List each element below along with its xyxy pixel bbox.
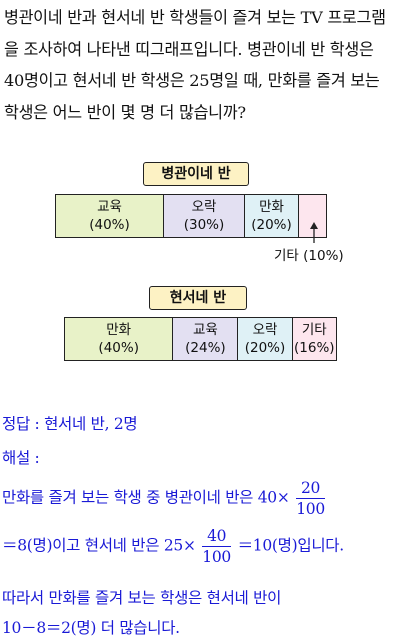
solution-line-1: 만화를 즐겨 보는 학생 중 병관이네 반은 40× 20 100 (2, 478, 327, 519)
arrow-up-icon (310, 222, 318, 243)
graph2-segment-percent: (40%) (98, 340, 139, 356)
graph2-segment-label: 오락 (252, 322, 278, 338)
solution-line-1-text: 만화를 즐겨 보는 학생 중 병관이네 반은 40× (2, 488, 290, 507)
solution-line-3: 따라서 만화를 즐겨 보는 학생은 현서네 반이 (2, 589, 282, 607)
graph1-segment-percent: (40%) (89, 217, 130, 233)
graph1-segment-1: 오락 (30%) (164, 195, 245, 237)
graph2-segment-percent: (16%) (294, 340, 335, 356)
solution-section: 정답 : 현서네 반, 2명 해설 : 만화를 즐겨 보는 학생 중 병관이네 … (2, 408, 398, 637)
graph2-segment-percent: (20%) (244, 340, 286, 356)
graph2-segment-1: 교육 (24%) (173, 318, 239, 360)
graph1-segment-0: 교육 (40%) (56, 195, 164, 237)
graph2-segment-2: 오락 (20%) (238, 318, 293, 360)
graph2-segment-3: 기타 (16%) (292, 318, 336, 360)
graph1-segment-percent: (30%) (183, 217, 225, 233)
solution-line-2-post: ＝10(명)입니다. (237, 536, 345, 555)
graph1-title: 병관이네 반 (143, 162, 249, 186)
graph2-segment-percent: (24%) (185, 340, 226, 356)
graph1-segment-2: 만화 (20%) (245, 195, 299, 237)
solution-line-4: 10－8＝2(명) 더 많습니다. (2, 619, 180, 637)
solution-line-2: ＝8(명)이고 현서네 반은 25× 40 100 ＝10(명)입니다. (2, 526, 344, 567)
graph2-segment-label: 기타 (301, 322, 327, 338)
graph1-strip-bar: 교육 (40%) 오락 (30%) 만화 (20%) (55, 194, 327, 238)
graph1-segment-3 (299, 195, 326, 237)
fraction-40-100: 40 100 (202, 527, 231, 566)
solution-line-2-pre: ＝8(명)이고 현서네 반은 25× (2, 536, 196, 555)
graph2-segment-label: 교육 (192, 322, 218, 338)
graph2-segment-0: 만화 (40%) (65, 318, 174, 360)
answer-line: 정답 : 현서네 반, 2명 (2, 415, 138, 433)
graph1-segment-label: 오락 (191, 199, 217, 215)
graph1-segment-percent: (20%) (251, 217, 292, 233)
graph1-etc-label: 기타 (10%) (274, 248, 344, 264)
graph1-segment-label: 교육 (97, 199, 122, 215)
graph2-title: 현서네 반 (149, 286, 247, 310)
fraction-20-100: 20 100 (296, 479, 325, 518)
graph1-segment-label: 만화 (259, 199, 284, 215)
graph2-strip-bar: 만화 (40%) 교육 (24%) 오락 (20%) 기타 (16%) (64, 317, 337, 361)
solution-heading: 해설 : (2, 449, 40, 467)
problem-text: 병관이네 반과 현서네 반 학생들이 즐겨 보는 TV 프로그램을 조사하여 나… (4, 8, 386, 122)
graph2-segment-label: 만화 (106, 322, 132, 338)
